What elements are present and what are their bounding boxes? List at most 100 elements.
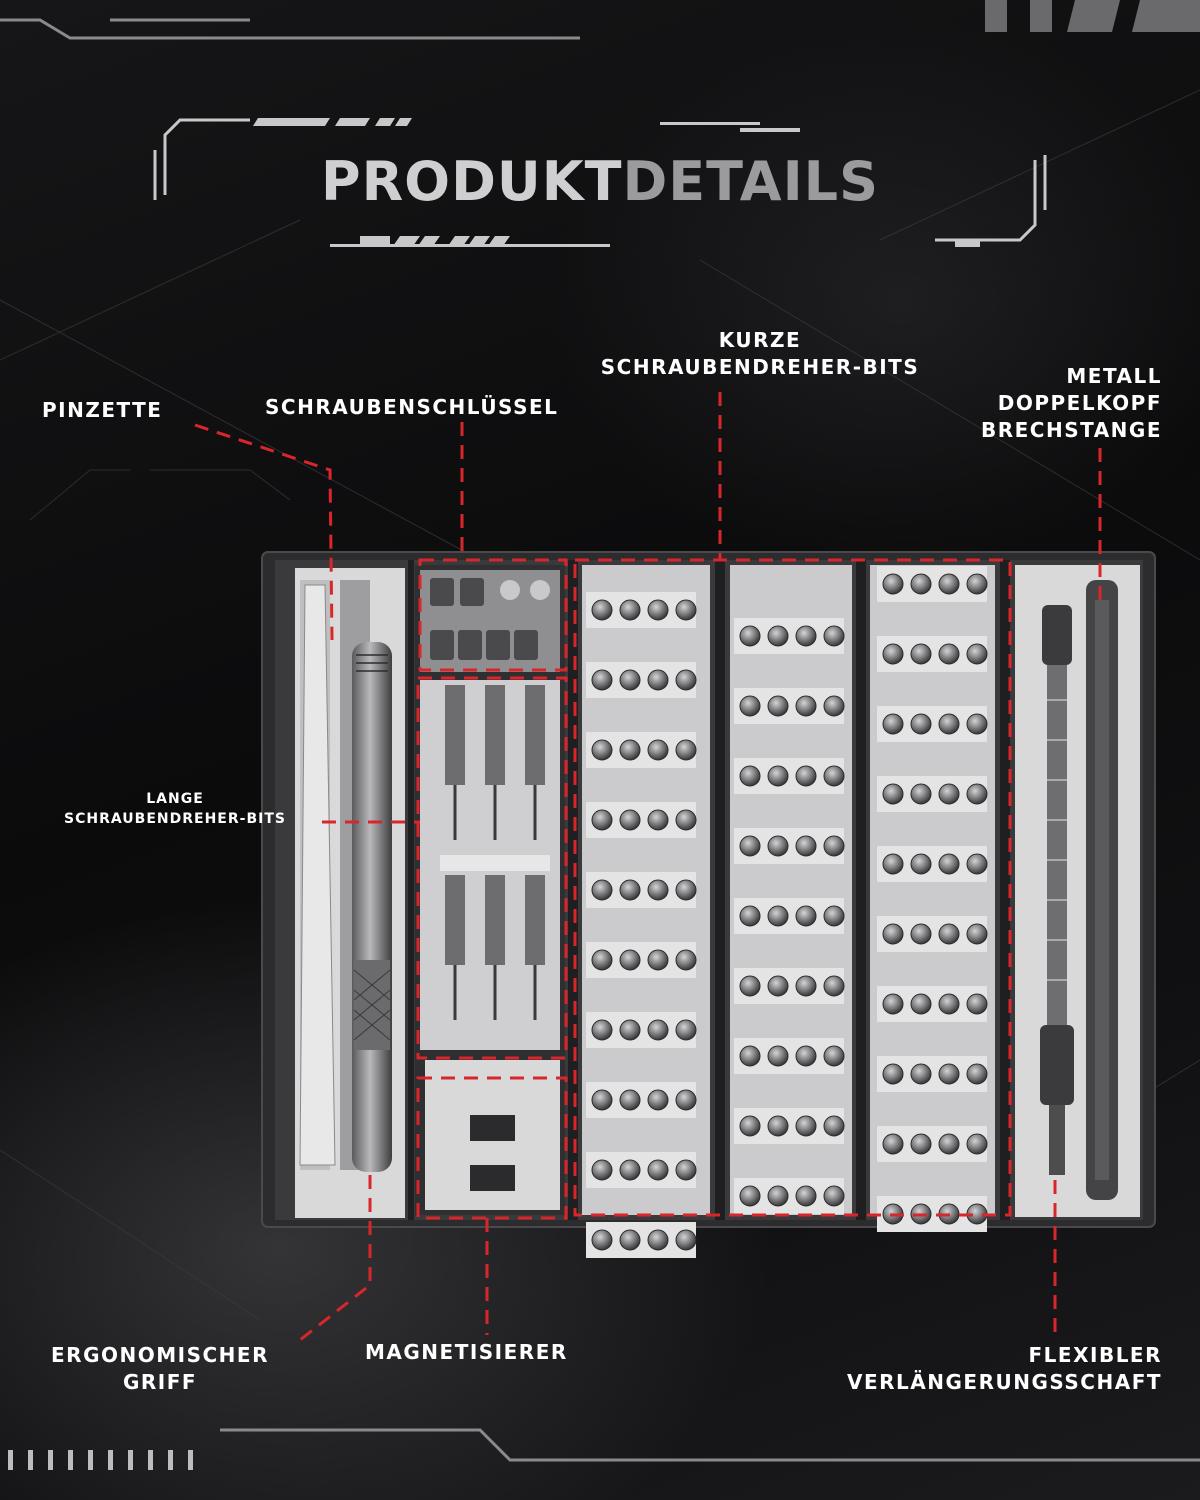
screwdriver-bit <box>823 1045 845 1067</box>
screwdriver-bit <box>938 1063 960 1085</box>
title-part-1: PRODUKT <box>321 150 623 213</box>
screwdriver-bit <box>910 853 932 875</box>
screwdriver-bit <box>647 1159 669 1181</box>
screwdriver-bit <box>823 1185 845 1207</box>
screwdriver-bit <box>882 1133 904 1155</box>
screwdriver-bit <box>647 949 669 971</box>
label-griff: ERGONOMISCHER GRIFF <box>51 1343 269 1394</box>
screwdriver-bit <box>938 923 960 945</box>
screwdriver-bit <box>767 835 789 857</box>
screwdriver-bit <box>619 879 641 901</box>
screwdriver-bit <box>795 835 817 857</box>
page-title: PRODUKTDETAILS <box>150 150 1050 214</box>
screwdriver-bit <box>767 975 789 997</box>
screwdriver-bit <box>795 905 817 927</box>
screwdriver-bit <box>938 993 960 1015</box>
screwdriver-bit <box>910 713 932 735</box>
screwdriver-bit <box>823 695 845 717</box>
screwdriver-bit <box>882 573 904 595</box>
screwdriver-bit <box>910 643 932 665</box>
screwdriver-bit <box>619 1089 641 1111</box>
screwdriver-bit <box>675 879 697 901</box>
screwdriver-bit <box>882 1063 904 1085</box>
screwdriver-bit <box>591 1229 613 1251</box>
screwdriver-bit <box>882 923 904 945</box>
screwdriver-bit <box>647 599 669 621</box>
screwdriver-bit <box>966 853 988 875</box>
screwdriver-bit <box>619 809 641 831</box>
screwdriver-bit <box>823 625 845 647</box>
screwdriver-bit <box>910 923 932 945</box>
screwdriver-bit <box>739 835 761 857</box>
screwdriver-bit <box>823 835 845 857</box>
screwdriver-bit <box>619 1159 641 1181</box>
screwdriver-bit <box>675 1019 697 1041</box>
screwdriver-bit <box>966 923 988 945</box>
screwdriver-bit <box>795 1185 817 1207</box>
screwdriver-bit <box>966 713 988 735</box>
screwdriver-bit <box>675 1159 697 1181</box>
screwdriver-bit <box>910 573 932 595</box>
screwdriver-bit <box>739 1115 761 1137</box>
screwdriver-bit <box>591 879 613 901</box>
screwdriver-bit <box>938 573 960 595</box>
screwdriver-bit <box>739 765 761 787</box>
screwdriver-bit <box>966 1133 988 1155</box>
screwdriver-bit <box>795 625 817 647</box>
screwdriver-bit <box>910 783 932 805</box>
label-lange-bits: LANGE SCHRAUBENDREHER-BITS <box>64 791 286 827</box>
screwdriver-bit <box>647 1089 669 1111</box>
screwdriver-bit <box>767 905 789 927</box>
label-pinzette: PINZETTE <box>42 398 163 422</box>
screwdriver-bit <box>910 1063 932 1085</box>
screwdriver-bit <box>966 1063 988 1085</box>
screwdriver-bit <box>767 1115 789 1137</box>
screwdriver-bit <box>619 1019 641 1041</box>
screwdriver-bit <box>591 1019 613 1041</box>
screwdriver-bit <box>647 1019 669 1041</box>
screwdriver-bit <box>767 1045 789 1067</box>
screwdriver-bit <box>823 975 845 997</box>
screwdriver-bit <box>882 713 904 735</box>
screwdriver-bit <box>823 1115 845 1137</box>
screwdriver-bit <box>823 765 845 787</box>
label-brechstange: METALL DOPPELKOPF BRECHSTANGE <box>980 364 1162 442</box>
screwdriver-bit <box>739 1045 761 1067</box>
screwdriver-bit <box>675 1229 697 1251</box>
screwdriver-bit <box>739 975 761 997</box>
screwdriver-bit <box>823 905 845 927</box>
screwdriver-bit <box>795 1045 817 1067</box>
screwdriver-bit <box>882 993 904 1015</box>
screwdriver-bit <box>739 625 761 647</box>
label-schaft: FLEXIBLER VERLÄNGERUNGSSCHAFT <box>847 1343 1162 1394</box>
screwdriver-bit <box>910 993 932 1015</box>
screwdriver-bit <box>591 669 613 691</box>
title-part-2: DETAILS <box>622 150 879 213</box>
screwdriver-bit <box>591 599 613 621</box>
screwdriver-bit <box>938 783 960 805</box>
screwdriver-bit <box>795 695 817 717</box>
screwdriver-bit <box>675 809 697 831</box>
screwdriver-bit <box>675 1089 697 1111</box>
screwdriver-bit <box>767 765 789 787</box>
screwdriver-bit <box>795 765 817 787</box>
screwdriver-bit <box>966 573 988 595</box>
screwdriver-bit <box>739 905 761 927</box>
screwdriver-bit <box>938 1133 960 1155</box>
screwdriver-bit <box>739 695 761 717</box>
screwdriver-bit <box>938 643 960 665</box>
screwdriver-bit <box>795 1115 817 1137</box>
screwdriver-bit <box>882 643 904 665</box>
label-magnetisierer: MAGNETISIERER <box>365 1340 568 1364</box>
screwdriver-bit <box>619 739 641 761</box>
screwdriver-bit <box>647 669 669 691</box>
screwdriver-bit <box>647 1229 669 1251</box>
screwdriver-bit <box>619 669 641 691</box>
screwdriver-bit <box>966 643 988 665</box>
screwdriver-bit <box>767 625 789 647</box>
screwdriver-bit <box>647 739 669 761</box>
